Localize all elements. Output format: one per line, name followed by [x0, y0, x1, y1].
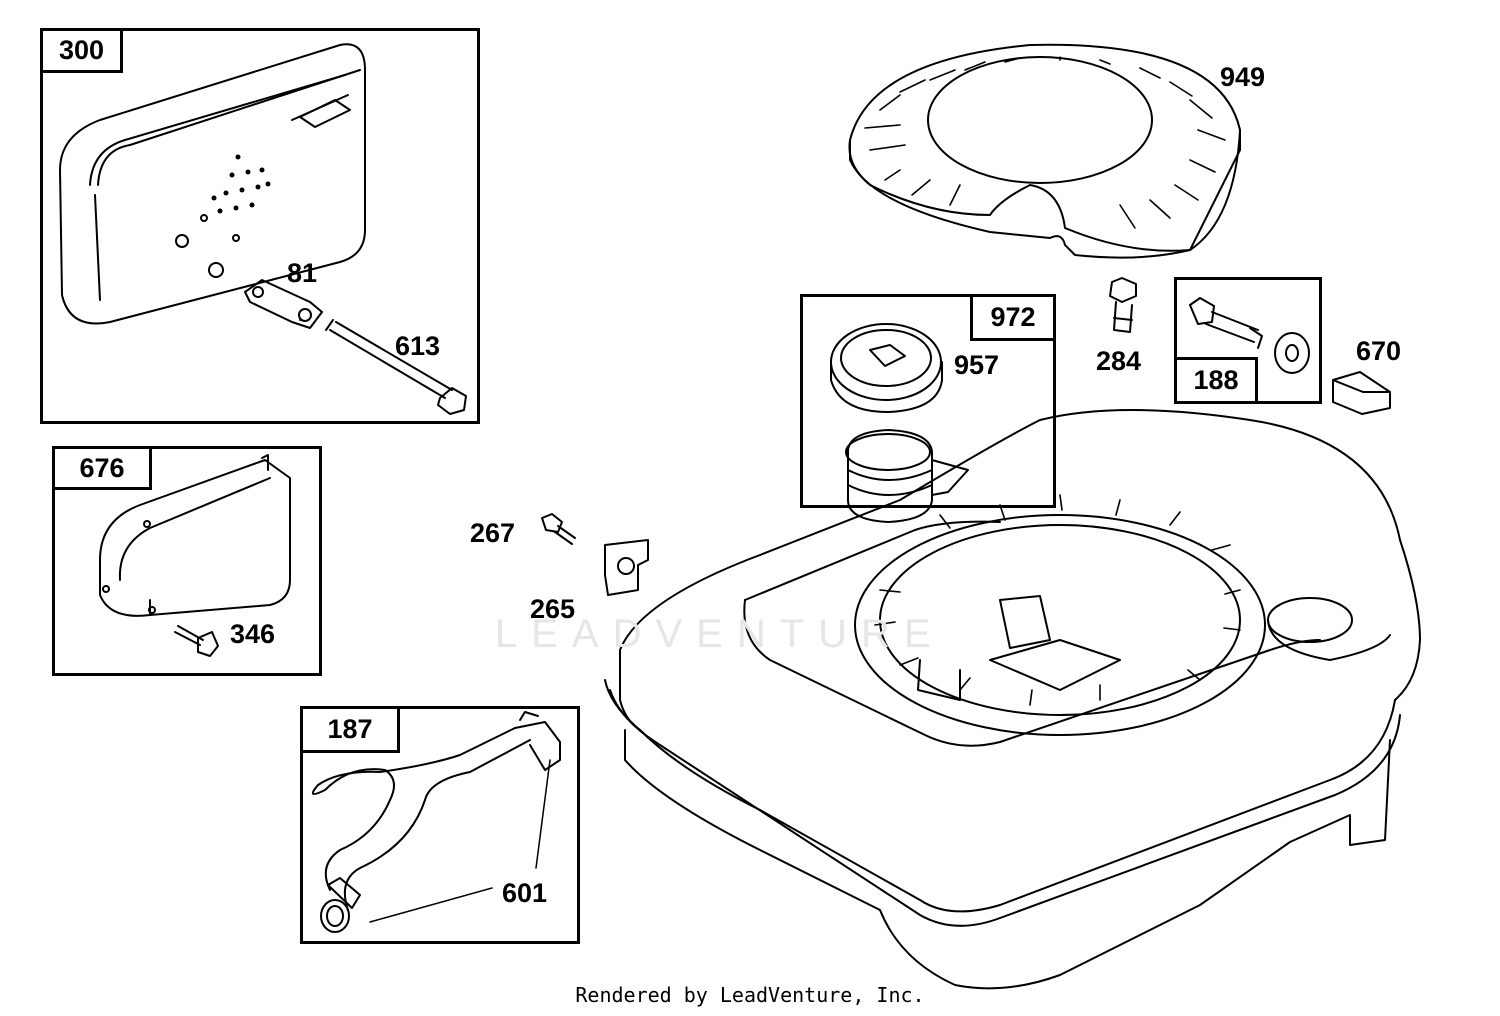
- muffler-group-frame: [40, 28, 480, 424]
- fuel-cap-part: [830, 323, 943, 413]
- callout-670[interactable]: 670: [1356, 336, 1402, 366]
- callout-613[interactable]: 613: [395, 331, 441, 361]
- spacer-part: [1332, 371, 1391, 415]
- stud-bolt-part: [325, 319, 467, 415]
- callout-box-300[interactable]: 300: [40, 28, 123, 73]
- callout-949[interactable]: 949: [1220, 62, 1266, 92]
- callout-box-676[interactable]: 676: [52, 446, 152, 490]
- fuel-cap-group-frame: [800, 294, 1056, 508]
- clip-part: [604, 539, 649, 596]
- callout-346[interactable]: 346: [230, 619, 276, 649]
- callout-265[interactable]: 265: [530, 594, 576, 624]
- fuel-tank-part: [604, 409, 1421, 990]
- callout-box-187[interactable]: 187: [300, 706, 400, 753]
- heat-shield-group-frame: [52, 446, 322, 676]
- heat-shield-part: [99, 454, 291, 617]
- fuel-line-part: [311, 711, 561, 933]
- screw-washer-part: [1189, 297, 1310, 374]
- gasket-plate-part: [244, 279, 323, 329]
- muffler-part: [59, 43, 366, 325]
- rotating-screen-part: [848, 43, 1241, 259]
- callout-601[interactable]: 601: [502, 878, 548, 908]
- leader-lines: [369, 759, 551, 923]
- callout-267[interactable]: 267: [470, 518, 516, 548]
- callout-box-188[interactable]: 188: [1174, 357, 1258, 404]
- shoulder-bolt-part: [1109, 277, 1137, 333]
- callout-284[interactable]: 284: [1096, 346, 1142, 376]
- screw-part: [174, 625, 219, 657]
- callout-81[interactable]: 81: [287, 258, 318, 288]
- small-screw-part: [541, 513, 576, 545]
- watermark-text: LEADVENTURE: [495, 612, 945, 656]
- callout-957[interactable]: 957: [954, 350, 1000, 380]
- callout-box-972[interactable]: 972: [970, 294, 1056, 341]
- footer-credit: Rendered by LeadVenture, Inc.: [575, 983, 925, 1007]
- fuel-line-group-frame: [300, 706, 580, 944]
